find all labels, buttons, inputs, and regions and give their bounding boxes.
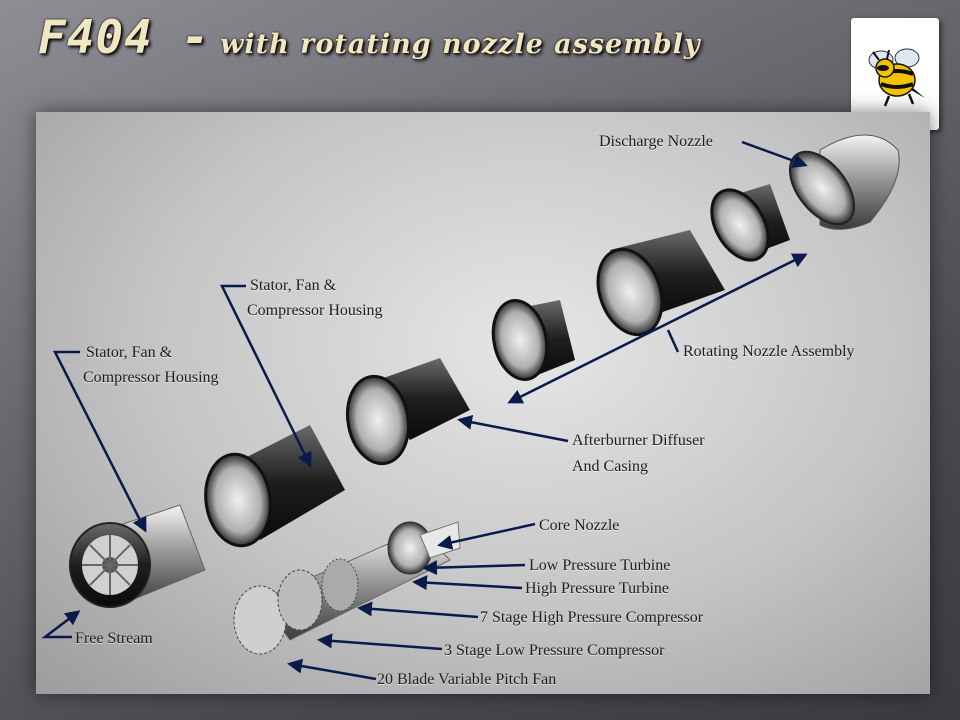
label-variable-pitch-fan: 20 Blade Variable Pitch Fan (377, 671, 557, 688)
leader-hp-compressor (357, 601, 479, 619)
leader-discharge-nozzle (741, 140, 808, 168)
afterburner-diffuser-part (345, 358, 470, 466)
leader-afterburner (457, 414, 569, 443)
label-high-pressure-turbine: High Pressure Turbine (525, 580, 670, 597)
title-subtitle: with rotating nozzle assembly (220, 29, 701, 60)
leader-rotating-nozzle-tick (666, 329, 680, 353)
leader-rotating-nozzle-assembly (507, 253, 808, 404)
leader-high-pressure-turbine (412, 575, 523, 591)
leader-lines (41, 140, 808, 681)
label-stator-housing-lower-line2: Compressor Housing (83, 369, 219, 386)
discharge-nozzle-part (788, 134, 900, 230)
leader-low-pressure-turbine (422, 560, 526, 576)
logo (851, 18, 939, 130)
label-afterburner-line2: And Casing (572, 458, 648, 475)
leader-stator-upper (219, 284, 312, 468)
label-free-stream: Free Stream (75, 630, 153, 647)
label-core-nozzle: Core Nozzle (539, 517, 620, 534)
title-main: F404 - (38, 10, 211, 64)
stator-housing-upper-part (204, 425, 345, 548)
leader-stator-lower (52, 350, 147, 533)
label-stator-housing-upper-line2: Compressor Housing (247, 302, 383, 319)
label-low-pressure-turbine: Low Pressure Turbine (529, 557, 671, 574)
leader-variable-pitch-fan (287, 658, 377, 681)
label-lp-compressor: 3 Stage Low Pressure Compressor (444, 642, 665, 659)
rotating-nozzle-ring-3 (491, 299, 575, 381)
stator-housing-lower-part (69, 504, 206, 608)
label-discharge-nozzle: Discharge Nozzle (599, 133, 713, 150)
label-stator-housing-upper-line1: Stator, Fan & (250, 277, 337, 294)
label-hp-compressor: 7 Stage High Pressure Compressor (480, 609, 704, 626)
label-stator-housing-lower-line1: Stator, Fan & (86, 344, 173, 361)
hornet-mascot-icon (868, 48, 925, 107)
label-afterburner-line1: Afterburner Diffuser (572, 432, 705, 449)
label-rotating-nozzle-assembly: Rotating Nozzle Assembly (683, 343, 855, 360)
core-rotor-assembly (233, 521, 461, 655)
rotating-nozzle-ring-1 (710, 184, 790, 262)
page-title: F404 - with rotating nozzle assembly (38, 10, 701, 64)
rotating-nozzle-ring-2 (596, 230, 725, 337)
leader-core-nozzle (437, 522, 536, 550)
leader-lp-compressor (317, 633, 443, 651)
leader-free-stream (41, 610, 81, 639)
